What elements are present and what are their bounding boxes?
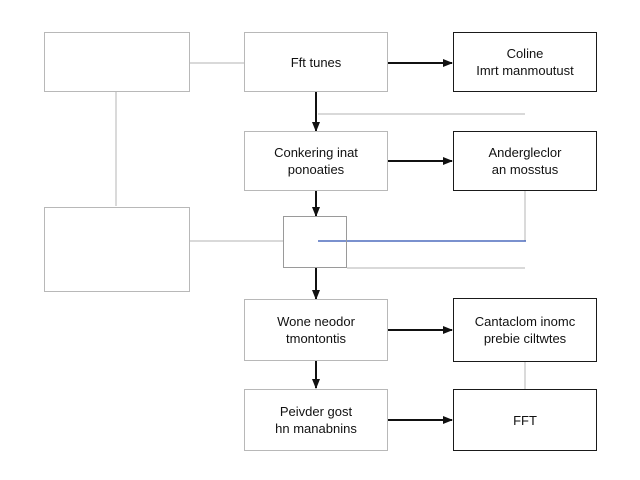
process-step-3-line-2: tmontontis — [286, 331, 346, 346]
output-box-3-line-1: Cantaclom inomc — [474, 314, 576, 329]
process-step-2-line-2: ponoaties — [287, 162, 345, 177]
output-box-1: Coline Imrt manmoutust — [453, 32, 597, 92]
output-box-2-line-1: Andergleclor — [488, 145, 562, 160]
process-step-1-line-1: Fft tunes — [290, 54, 342, 70]
junction-box — [283, 216, 347, 268]
output-box-2-line-2: an mosstus — [491, 162, 559, 177]
process-step-2: Conkering inat ponoaties — [244, 131, 388, 191]
output-box-1-line-1: Coline — [506, 46, 544, 61]
output-box-2: Andergleclor an mosstus — [453, 131, 597, 191]
output-box-3-line-2: prebie ciltwtes — [483, 331, 567, 346]
process-step-4-line-1: Peivder gost — [279, 404, 353, 419]
process-step-3-line-1: Wone neodor — [277, 314, 355, 329]
process-step-3: Wone neodor tmontontis — [244, 299, 388, 361]
blank-box-top — [44, 32, 190, 92]
blank-box-middle — [44, 207, 190, 292]
output-box-4-line-1: FFT — [513, 412, 537, 428]
process-step-4-line-2: hn manabnins — [275, 421, 357, 436]
output-box-3: Cantaclom inomc prebie ciltwtes — [453, 298, 597, 362]
output-box-4: FFT — [453, 389, 597, 451]
process-step-4: Peivder gost hn manabnins — [244, 389, 388, 451]
process-step-2-line-1: Conkering inat — [274, 145, 358, 160]
output-box-1-line-2: Imrt manmoutust — [476, 63, 574, 78]
process-step-1: Fft tunes — [244, 32, 388, 92]
